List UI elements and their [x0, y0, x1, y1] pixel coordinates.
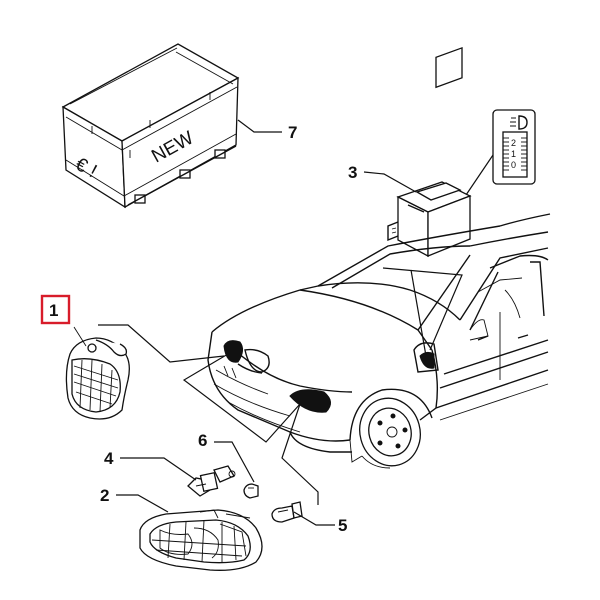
h-bulb-part: [187, 465, 236, 497]
selected-callout-highlight: [40, 294, 71, 325]
new-parts-crate: € ! NEW: [61, 43, 240, 209]
leader-lines: [98, 267, 463, 505]
small-bulb-part: [243, 483, 259, 499]
callout-1[interactable]: 1: [49, 301, 58, 320]
switch-scale-digit: 0: [511, 160, 516, 170]
callout-7[interactable]: 7: [288, 123, 297, 142]
callout-6[interactable]: 6: [198, 431, 207, 450]
switch-scale-digit: 1: [511, 149, 516, 159]
headlight-leveling-switch-panel: 2 1 0: [465, 109, 536, 196]
fog-light-part: [65, 326, 130, 420]
leveling-switch-part: [387, 46, 472, 258]
callout-5[interactable]: 5: [338, 516, 347, 535]
switch-scale-digit: 2: [511, 138, 516, 148]
side-bulb-part: [271, 501, 303, 523]
callout-3[interactable]: 3: [348, 163, 357, 182]
car-body: [207, 213, 551, 469]
callout-4[interactable]: 4: [104, 449, 114, 468]
headlight-part: [139, 509, 263, 571]
callout-2[interactable]: 2: [100, 486, 109, 505]
callout-leaders: [116, 119, 417, 526]
